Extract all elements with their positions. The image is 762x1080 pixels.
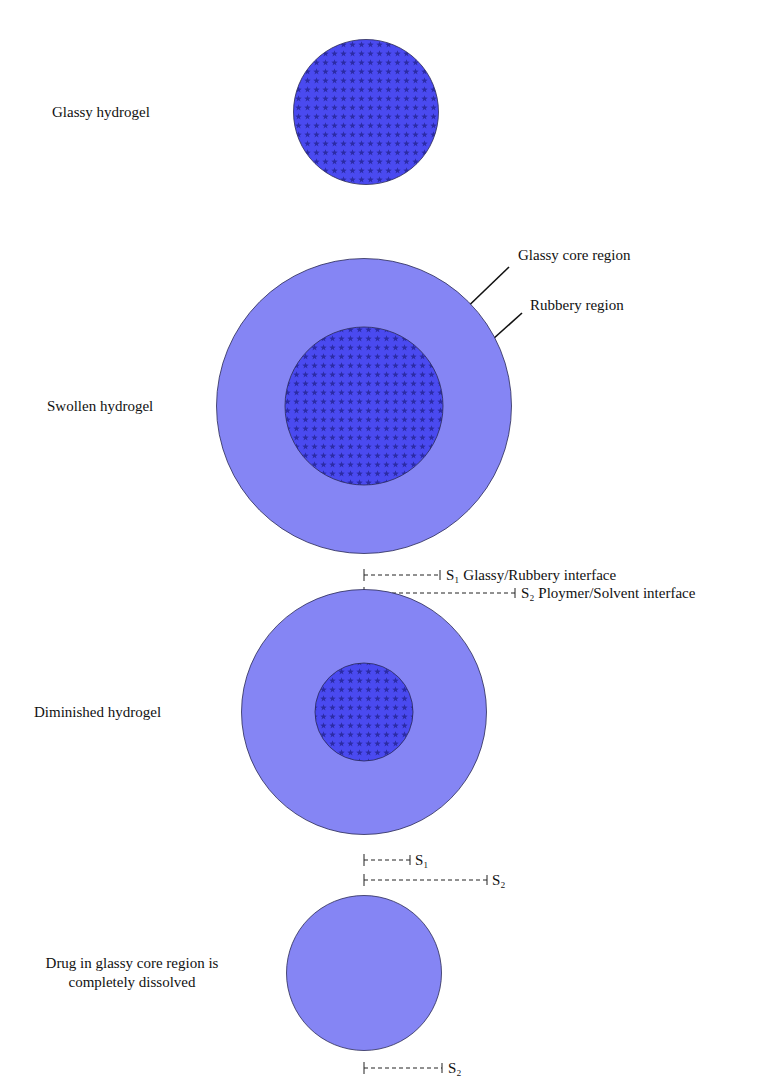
sphere-outline <box>241 589 487 835</box>
dashed-line <box>364 1068 442 1069</box>
sphere-outline <box>293 39 439 185</box>
glassy-core <box>315 663 413 761</box>
tick <box>364 569 365 581</box>
rubbery-region <box>242 590 487 835</box>
sphere-outline <box>216 258 512 554</box>
rubbery-region <box>287 896 442 1051</box>
dashed-line <box>364 575 440 576</box>
dashed-line <box>364 880 487 881</box>
sphere-label: Diminished hydrogel <box>34 703 161 722</box>
sphere-label: Glassy hydrogel <box>52 103 150 122</box>
callout-label: Rubbery region <box>530 297 624 314</box>
tick <box>364 1062 365 1074</box>
dimension-label: S₁ <box>415 852 429 869</box>
hydrogel-sphere: Swollen hydrogel <box>216 258 512 554</box>
hydrogel-sphere: Glassy hydrogel <box>293 39 439 185</box>
sphere-label: Swollen hydrogel <box>47 397 153 416</box>
rubbery-region <box>217 259 512 554</box>
dimension-label: S₁ Glassy/Rubbery interface <box>446 567 616 584</box>
callout-label: Glassy core region <box>518 247 630 264</box>
tick <box>440 570 441 580</box>
tick <box>410 855 411 865</box>
hydrogel-sphere: Drug in glassy core region is completely… <box>286 895 442 1051</box>
glassy-core <box>285 327 443 485</box>
tick <box>364 854 365 866</box>
tick <box>515 588 516 598</box>
dimension-label: S₂ Ploymer/Solvent interface <box>521 585 695 602</box>
rubbery-region <box>294 40 439 185</box>
tick <box>364 874 365 886</box>
sphere-outline <box>286 895 442 1051</box>
dimension-label: S₂ <box>492 872 506 889</box>
sphere-label: Drug in glassy core region is completely… <box>44 954 220 992</box>
dashed-line <box>364 860 410 861</box>
tick <box>442 1063 443 1073</box>
dimension-label: S₂ <box>448 1060 462 1077</box>
hydrogel-sphere: Diminished hydrogel <box>241 589 487 835</box>
tick <box>487 875 488 885</box>
